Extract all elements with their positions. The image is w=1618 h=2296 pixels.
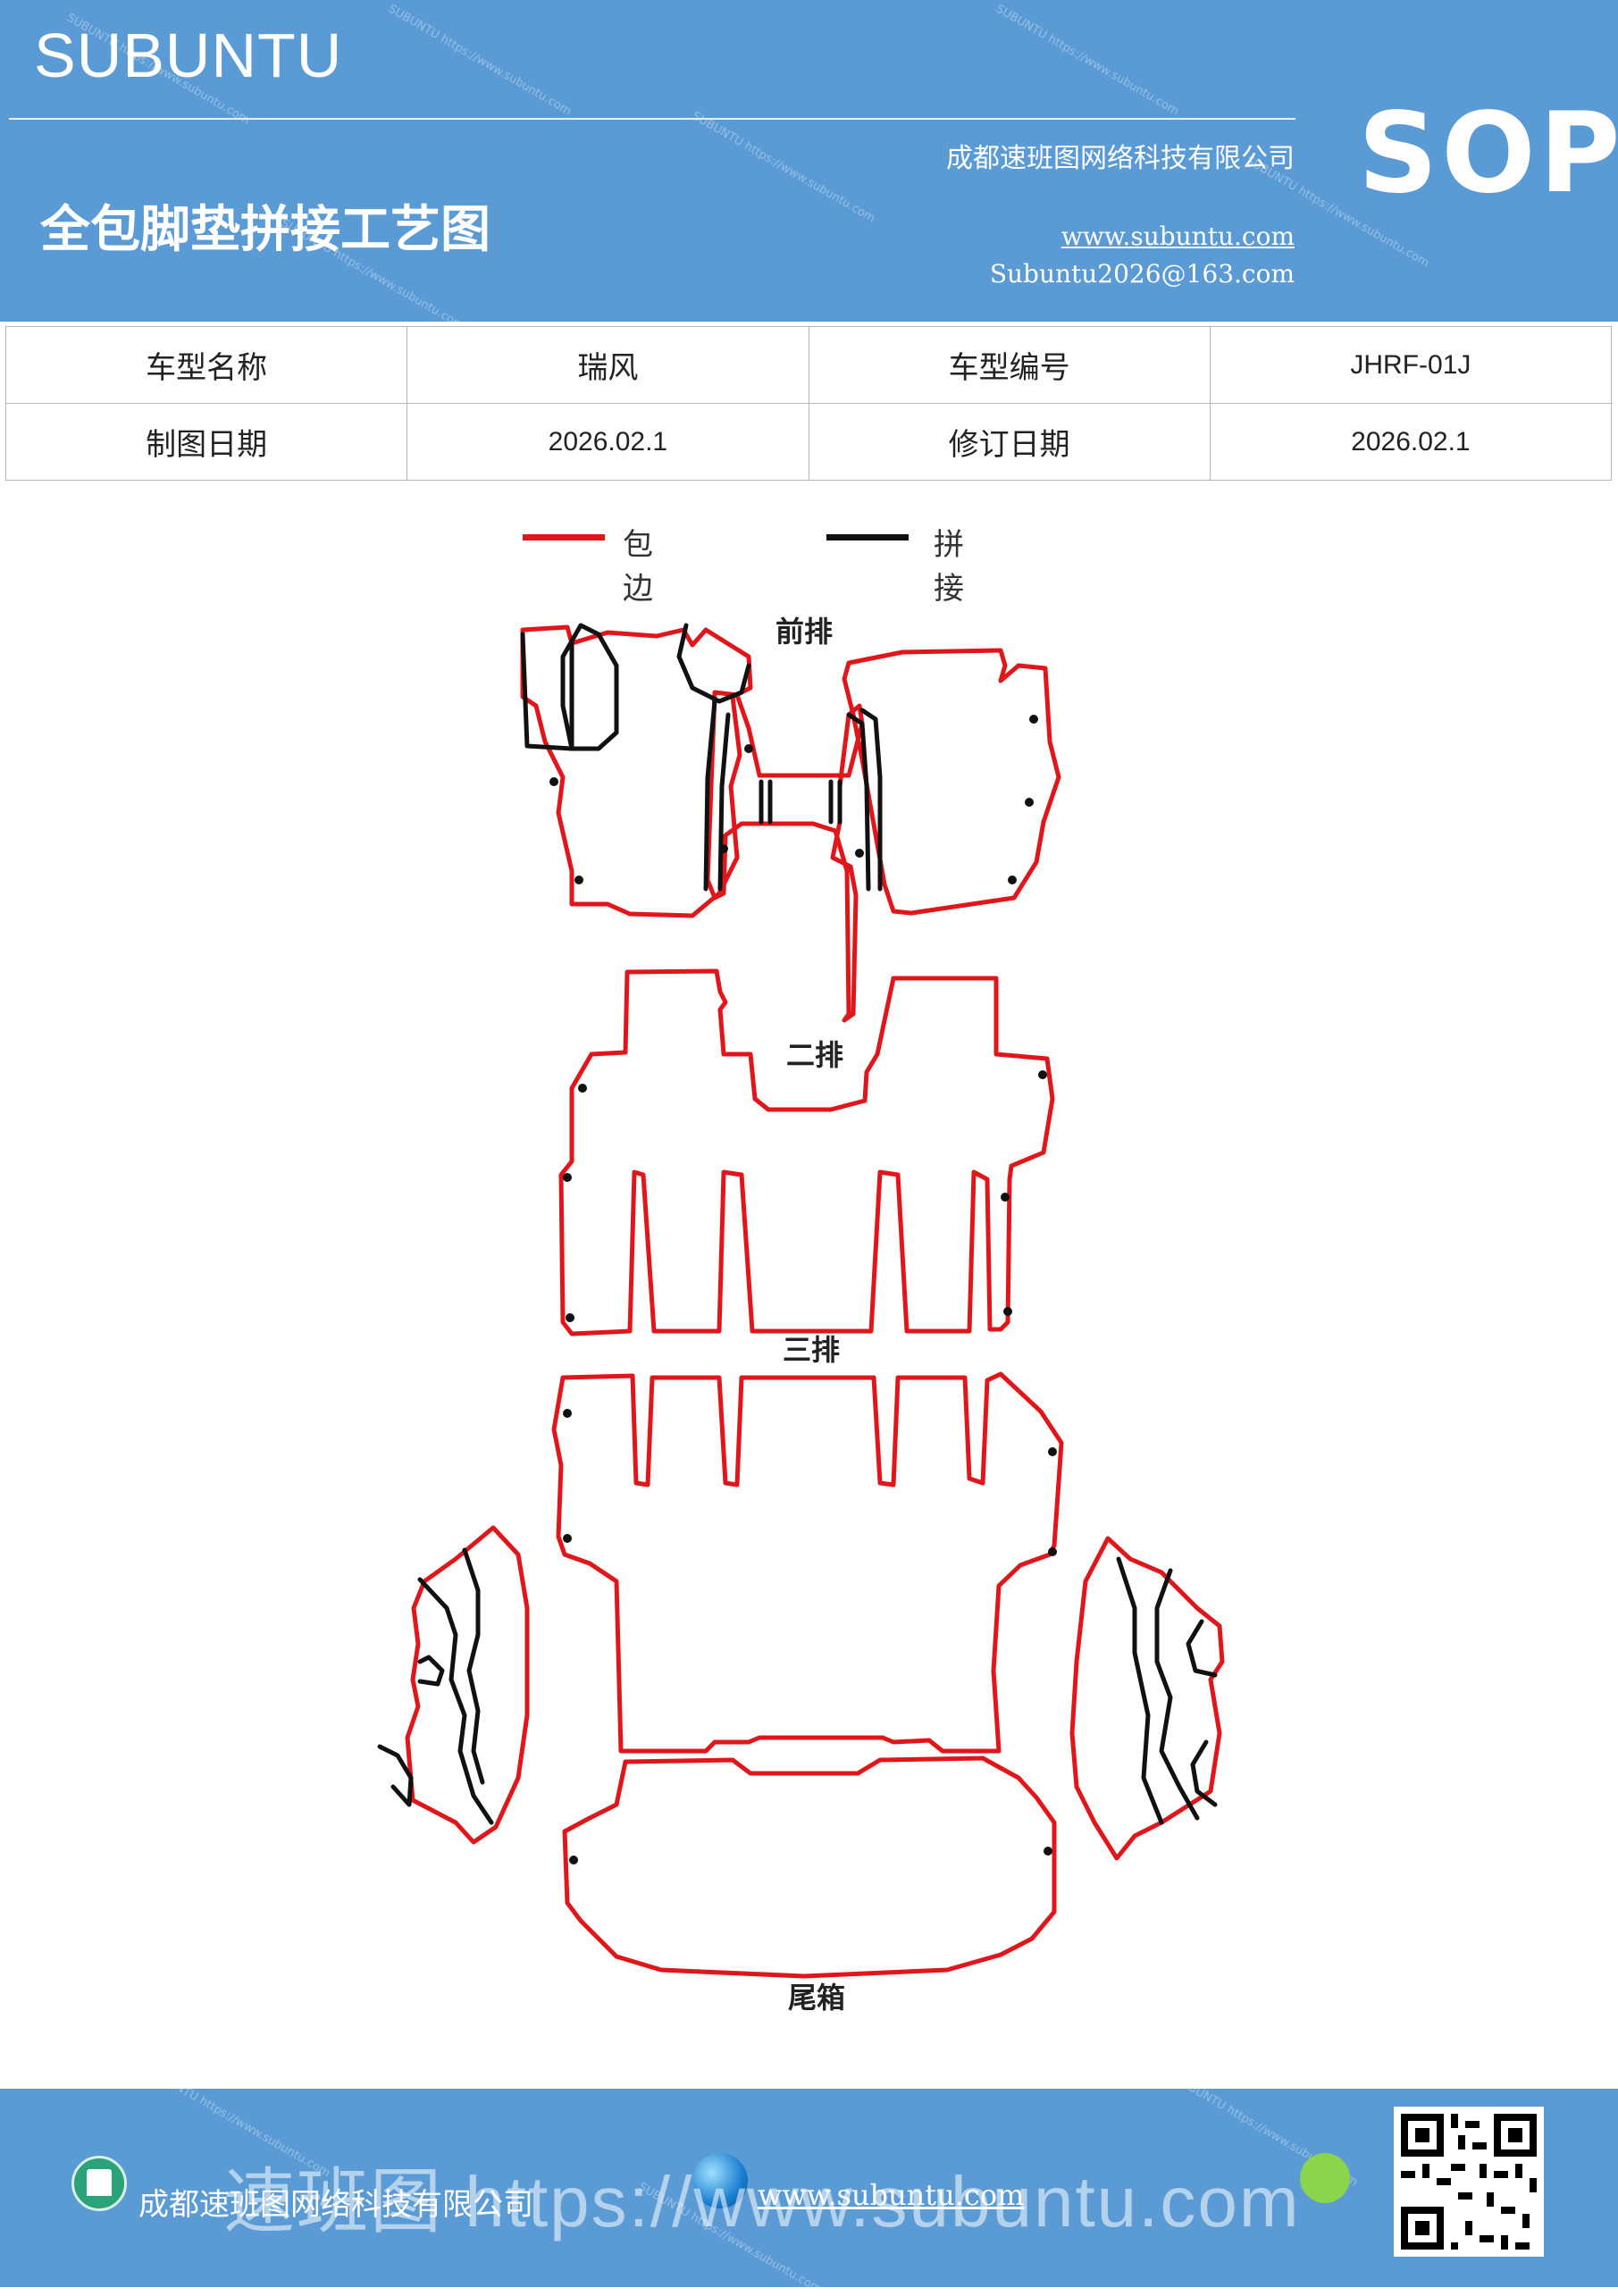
third-row-mat (551, 1371, 1064, 1754)
legend-seam-swatch (826, 534, 909, 540)
front-left-mat (520, 624, 753, 918)
seam-left-panel-b (462, 1547, 485, 1785)
wechat-icon[interactable] (1300, 2153, 1350, 2203)
seam-right-panel-b (1154, 1568, 1200, 1821)
seam-left-panel-a (417, 1577, 494, 1825)
marker-dot (1008, 876, 1017, 884)
email-address[interactable]: Subuntu2026@163.com (989, 259, 1295, 289)
marker-dot (1001, 1193, 1010, 1202)
marker-dot (563, 1534, 572, 1543)
vehicle-info-table: 车型名称 瑞风 车型编号 JHRF-01J 制图日期 2026.02.1 修订日… (4, 326, 1613, 481)
revision-date-label: 修订日期 (808, 403, 1211, 481)
footer-watermark-overlay: 速班图 https://www.subuntu.com (223, 2162, 1301, 2242)
marker-dot (563, 1409, 572, 1418)
seam-left-panel-d (377, 1744, 414, 1807)
seam-right-panel-a (1116, 1556, 1164, 1825)
marker-dot (744, 744, 753, 753)
section-label-third: 三排 (783, 1333, 840, 1367)
legend-edge-swatch (523, 534, 605, 540)
right-side-panel (1069, 1536, 1225, 1861)
marker-dot (563, 1173, 572, 1182)
model-name-value: 瑞风 (407, 326, 809, 404)
seam-left-panel-c (417, 1655, 445, 1687)
revision-date-value: 2026.02.1 (1209, 403, 1613, 481)
marker-dot (1048, 1547, 1057, 1556)
model-name-label: 车型名称 (4, 326, 408, 404)
marker-dot (578, 1084, 587, 1093)
seam-front-left-a (520, 632, 574, 751)
seam-right-panel-d (1190, 1739, 1218, 1807)
qr-code (1394, 2107, 1544, 2257)
marker-dot (719, 844, 728, 853)
marker-dot (566, 1313, 574, 1322)
seam-front-tunnel-r (859, 708, 883, 892)
marker-dot (1003, 1307, 1012, 1316)
legend-seam-label: 拼接 (934, 527, 964, 607)
floor-mat-diagram: 前排 二排 三排 尾箱 (377, 615, 1225, 2015)
website-link[interactable]: www.subuntu.com (1061, 222, 1295, 251)
model-code-label: 车型编号 (808, 326, 1211, 404)
second-row-mat (558, 968, 1055, 1337)
section-label-second: 二排 (786, 1038, 843, 1072)
front-center-tunnel (705, 690, 865, 1023)
trunk-mat (562, 1756, 1057, 1979)
sop-badge: SOP (1358, 89, 1618, 218)
marker-dot (1025, 798, 1034, 807)
building-icon (71, 2156, 127, 2211)
section-label-trunk: 尾箱 (788, 1981, 845, 2015)
seam-front-tunnel-l (703, 699, 717, 892)
globe-icon (692, 2153, 748, 2208)
left-side-panel (405, 1525, 530, 1845)
section-label-front: 前排 (775, 615, 833, 649)
header-divider (9, 118, 1295, 120)
legend-edge-label: 包边 (623, 527, 653, 607)
marker-dot (1029, 715, 1038, 724)
table-row: 车型名称 瑞风 车型编号 JHRF-01J (4, 326, 1613, 404)
marker-dot (1048, 1447, 1057, 1456)
company-name: 成都速班图网络科技有限公司 (946, 143, 1295, 174)
marker-dot (569, 1856, 578, 1864)
front-right-mat (842, 648, 1061, 916)
header-banner: SUBUNTU https://www.subuntu.com SUBUNTU … (0, 0, 1618, 332)
marker-dot (1044, 1847, 1052, 1856)
marker-dot (549, 777, 558, 786)
brand-name: SUBUNTU (34, 21, 343, 90)
draw-date-value: 2026.02.1 (407, 403, 809, 481)
footer-banner: SUBUNTU https://www.subuntu.com SUBUNTU … (0, 2065, 1618, 2296)
marker-dot (855, 849, 864, 858)
footer-website-link[interactable]: www.subuntu.com (758, 2178, 1025, 2212)
marker-dot (1038, 1070, 1047, 1079)
seam-right-panel-c (1186, 1619, 1218, 1678)
seam-front-tunnel-l2 (717, 712, 731, 892)
marker-dot (574, 876, 583, 884)
draw-date-label: 制图日期 (4, 403, 408, 481)
seam-front-left-b (560, 623, 619, 751)
document-title: 全包脚垫拼接工艺图 (40, 200, 490, 259)
model-code-value: JHRF-01J (1209, 326, 1613, 404)
seam-front-tunnel-r2 (846, 712, 871, 892)
footer-company: 成都速班图网络科技有限公司 (138, 2187, 533, 2223)
table-row: 制图日期 2026.02.1 修订日期 2026.02.1 (4, 403, 1613, 481)
seam-front-left-c (676, 623, 751, 704)
